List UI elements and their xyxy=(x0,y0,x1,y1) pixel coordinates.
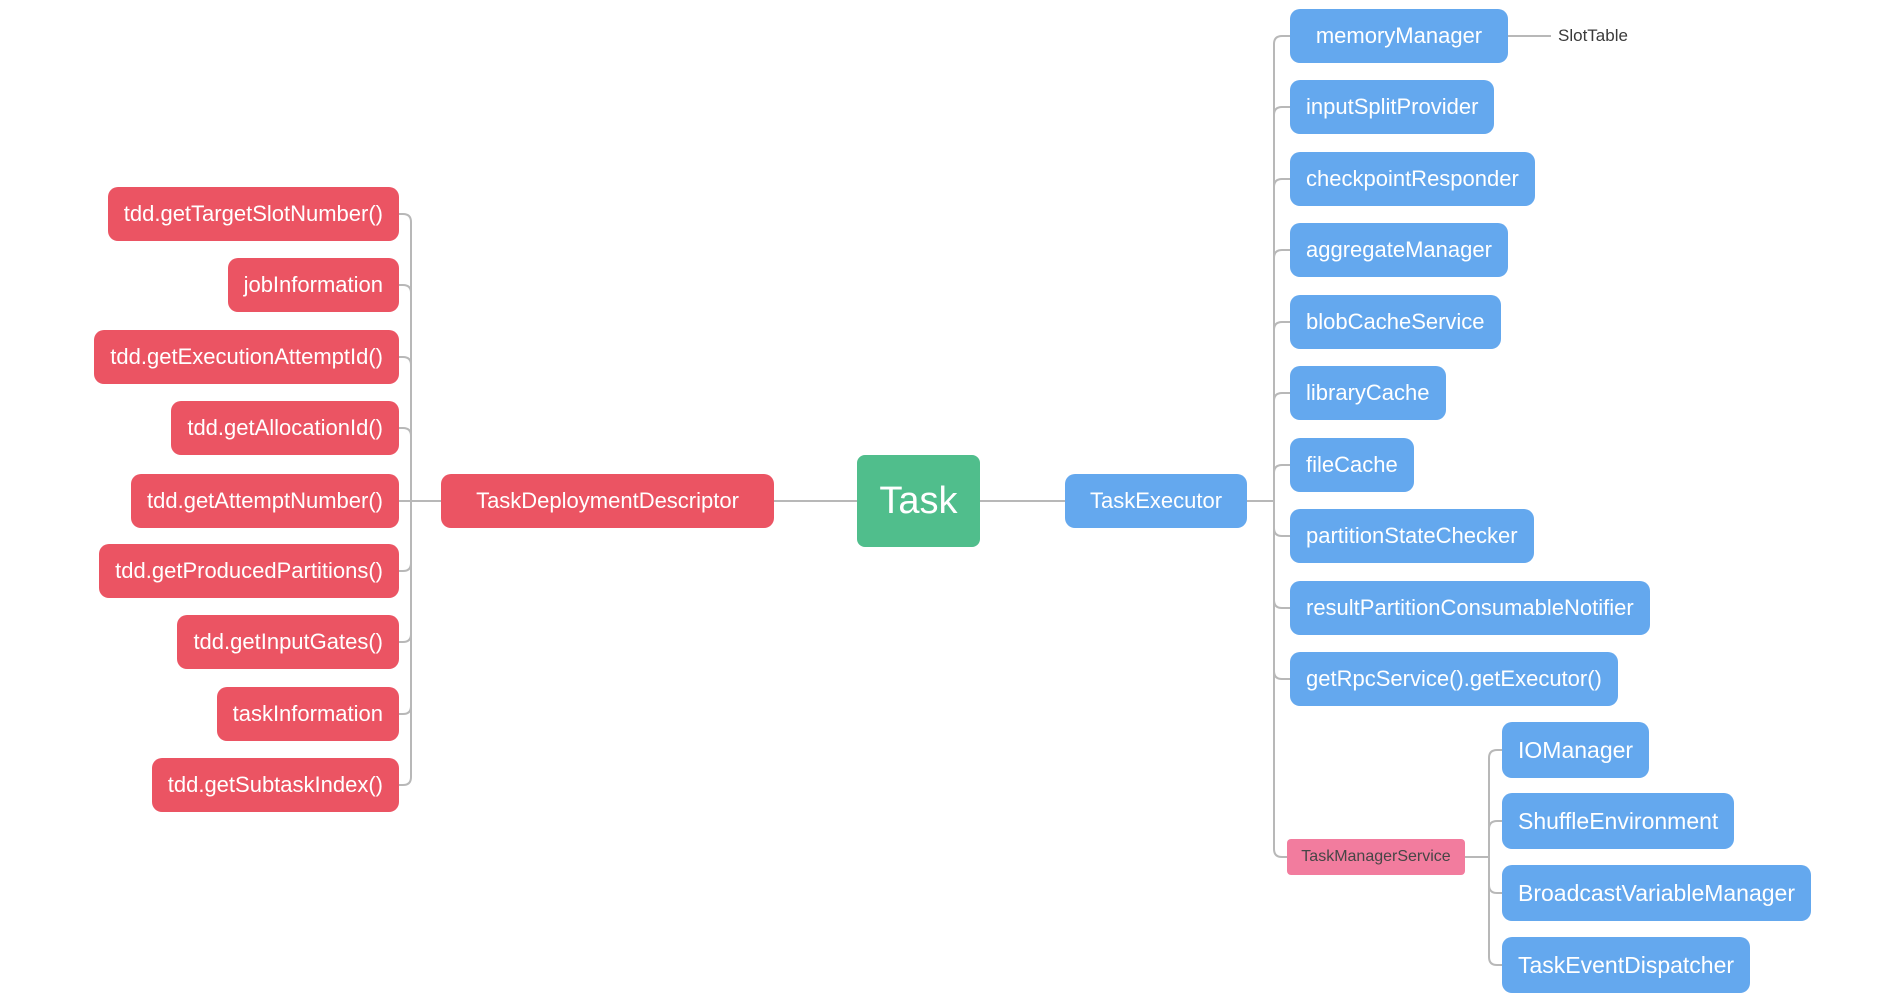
node-partition-state-checker[interactable]: partitionStateChecker xyxy=(1290,509,1534,563)
node-tdd-target-slot-number[interactable]: tdd.getTargetSlotNumber() xyxy=(107,187,399,241)
connector-right-stub-1 xyxy=(1273,35,1290,45)
connector-right-stub-6 xyxy=(1273,392,1290,402)
left-branch-connectors xyxy=(399,213,441,786)
node-slot-table[interactable]: SlotTable xyxy=(1558,26,1628,45)
connector-left-stub-4 xyxy=(399,427,412,437)
connector-tms-stub-3 xyxy=(1488,884,1502,894)
tms-connectors xyxy=(1465,749,1502,966)
node-task[interactable]: Task xyxy=(857,455,980,547)
connector-left-stub-2 xyxy=(399,284,412,294)
node-task-information[interactable]: taskInformation xyxy=(216,687,399,741)
connector-right-stub-7 xyxy=(1273,464,1290,474)
node-blob-cache-service[interactable]: blobCacheService xyxy=(1290,295,1501,349)
node-result-partition-consumable-notifier[interactable]: resultPartitionConsumableNotifier xyxy=(1290,581,1650,635)
connector-right-stub-tms xyxy=(1273,848,1287,858)
node-tdd-input-gates[interactable]: tdd.getInputGates() xyxy=(177,615,399,669)
node-tdd-produced-partitions[interactable]: tdd.getProducedPartitions() xyxy=(99,544,399,598)
node-memory-manager[interactable]: memoryManager xyxy=(1290,9,1508,63)
node-task-deployment-descriptor[interactable]: TaskDeploymentDescriptor xyxy=(441,474,774,528)
node-input-split-provider[interactable]: inputSplitProvider xyxy=(1290,80,1495,134)
connector-right-stub-3 xyxy=(1273,178,1290,188)
node-tdd-execution-attempt-id[interactable]: tdd.getExecutionAttemptId() xyxy=(94,330,399,384)
node-job-information[interactable]: jobInformation xyxy=(227,258,399,312)
node-tdd-allocation-id[interactable]: tdd.getAllocationId() xyxy=(171,401,399,455)
node-checkpoint-responder[interactable]: checkpointResponder xyxy=(1290,152,1535,206)
connector-left-stub-1 xyxy=(399,213,412,223)
node-task-executor[interactable]: TaskExecutor xyxy=(1065,474,1247,528)
node-tdd-attempt-number[interactable]: tdd.getAttemptNumber() xyxy=(131,474,399,528)
connector-left-stub-6 xyxy=(399,562,412,572)
connector-right-stub-2 xyxy=(1273,106,1290,116)
connector-right-stub-9 xyxy=(1273,599,1290,609)
node-task-event-dispatcher[interactable]: TaskEventDispatcher xyxy=(1502,937,1751,993)
connector-left-stub-3 xyxy=(399,356,412,366)
node-io-manager[interactable]: IOManager xyxy=(1502,722,1650,778)
node-file-cache[interactable]: fileCache xyxy=(1290,438,1414,492)
node-task-manager-service[interactable]: TaskManagerService xyxy=(1287,839,1465,875)
node-get-rpc-service-executor[interactable]: getRpcService().getExecutor() xyxy=(1290,652,1618,706)
node-aggregate-manager[interactable]: aggregateManager xyxy=(1290,223,1508,277)
connector-right-stub-10 xyxy=(1273,670,1290,680)
node-library-cache[interactable]: libraryCache xyxy=(1290,366,1446,420)
connector-left-stub-7 xyxy=(399,633,412,643)
node-shuffle-environment[interactable]: ShuffleEnvironment xyxy=(1502,793,1735,849)
connector-tms-stub-2 xyxy=(1488,820,1502,830)
connector-right-stub-8 xyxy=(1273,527,1290,537)
connector-tms-stub-1 xyxy=(1488,749,1502,759)
connector-tms-stub-4 xyxy=(1488,956,1502,966)
node-tdd-subtask-index[interactable]: tdd.getSubtaskIndex() xyxy=(151,758,399,812)
connector-left-stub-9 xyxy=(399,776,412,786)
node-broadcast-variable-manager[interactable]: BroadcastVariableManager xyxy=(1502,865,1812,921)
connector-left-stub-8 xyxy=(399,705,412,715)
connector-right-stub-4 xyxy=(1273,249,1290,259)
connector-right-stub-5 xyxy=(1273,321,1290,331)
